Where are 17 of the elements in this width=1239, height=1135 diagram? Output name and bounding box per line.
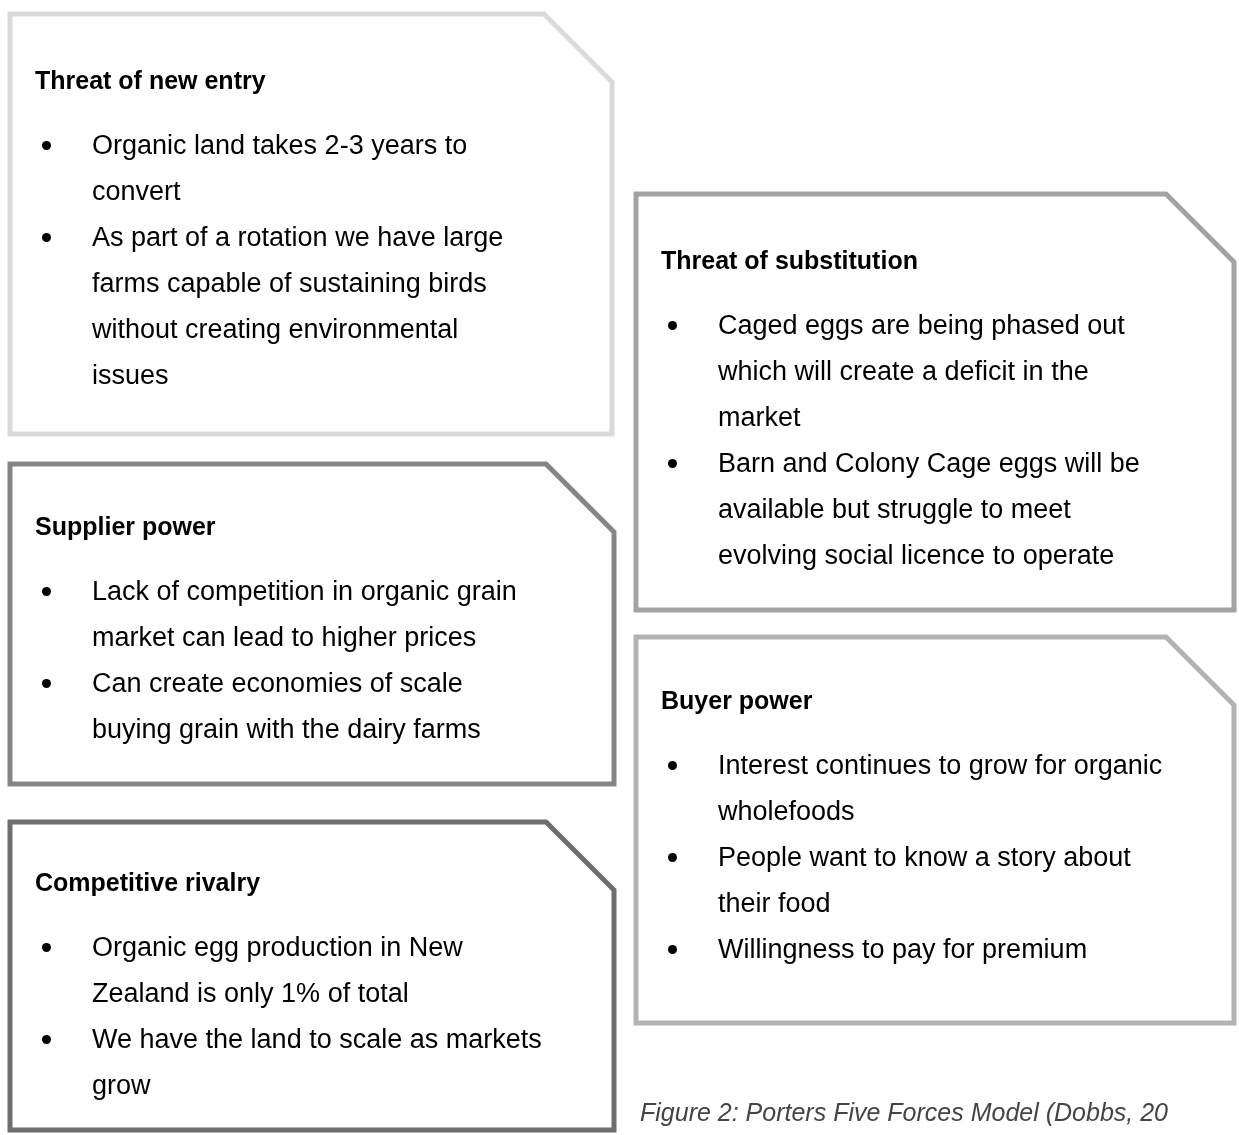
figure-caption: Figure 2: Porters Five Forces Model (Dobbs, 20 (640, 1098, 1168, 1127)
bullet-text: Lack of competition in organic grain market can lead to higher prices (92, 575, 518, 654)
bullet-text: Barn and Colony Cage eggs will be available but struggle to meet evolving social licence to operate (718, 447, 1141, 572)
card-heading: Threat of new entry (35, 65, 266, 96)
bullet-text: Organic land takes 2-3 years to convert (92, 129, 469, 208)
card-heading: Threat of substitution (661, 245, 918, 276)
card-heading: Supplier power (35, 511, 216, 542)
bullet-text: People want to know a story about their food (718, 841, 1132, 920)
bullet-text: Caged eggs are being phased out which will create a deficit in the market (718, 309, 1126, 434)
card-heading: Buyer power (661, 685, 813, 716)
card-heading: Competitive rivalry (35, 867, 261, 898)
bullet-text: Willingness to pay for premium (718, 933, 1089, 966)
bullet-text: Interest continues to grow for organic wholefoods (718, 749, 1164, 828)
bullet-text: As part of a rotation we have large farms capable of sustaining birds without creating environmental issues (92, 221, 505, 392)
bullet-text: Organic egg production in New Zealand is only 1% of total (92, 931, 464, 1010)
bullet-text: We have the land to scale as markets grow (92, 1023, 543, 1102)
bullet-text: Can create economies of scale buying grain with the dairy farms (92, 667, 482, 746)
